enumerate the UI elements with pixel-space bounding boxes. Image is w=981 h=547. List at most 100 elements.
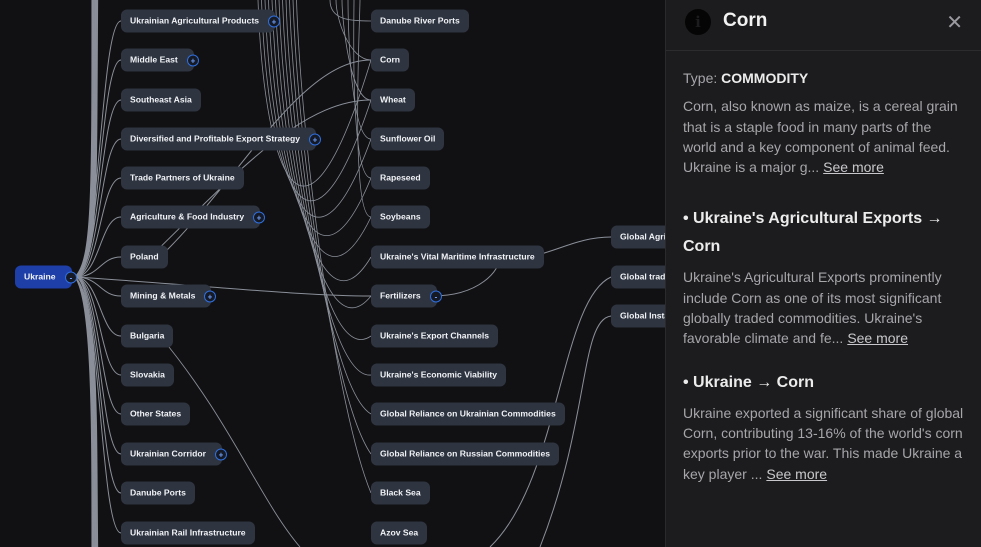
panel-title: Corn (723, 10, 768, 31)
edge (74, 99, 122, 278)
node-middle-east[interactable]: Middle East + (121, 48, 199, 72)
edge (74, 177, 122, 278)
node-southeast-asia[interactable]: Southeast Asia (121, 88, 201, 112)
see-more-link[interactable]: See more (823, 159, 884, 176)
node-poland[interactable]: Poland (121, 245, 168, 269)
node-label: Black Sea (380, 487, 421, 498)
edge (296, 0, 372, 494)
node-label: Diversified and Profitable Export Strate… (130, 133, 301, 144)
node-wheat[interactable]: Wheat (371, 88, 415, 112)
node-global-reliance-on-russian-commodities[interactable]: Global Reliance on Russian Commodities (371, 442, 559, 466)
see-more-link[interactable]: See more (847, 330, 909, 347)
collapse-icon[interactable]: - (430, 290, 442, 302)
relation-item: • Ukraine's Agricultural Exports → Corn … (683, 205, 965, 348)
edge (74, 256, 122, 278)
node-trade-partners-of-ukraine[interactable]: Trade Partners of Ukraine (121, 166, 244, 190)
node-azov-sea[interactable]: Azov Sea (371, 521, 428, 545)
node-ukraine-s-economic-viability[interactable]: Ukraine's Economic Viability (371, 363, 506, 387)
node-label: Other States (130, 408, 182, 419)
node-label: Ukrainian Agricultural Products (130, 15, 260, 26)
node-label: Wheat (380, 94, 406, 105)
edge (74, 276, 122, 376)
entity-description: Corn, also known as maize, is a cereal g… (683, 96, 965, 177)
edge (489, 276, 612, 547)
expand-icon[interactable]: + (268, 15, 280, 27)
node-corn[interactable]: Corn (371, 48, 410, 72)
node-ukrainian-rail-infrastructure[interactable]: Ukrainian Rail Infrastructure (121, 521, 255, 545)
edge (292, 0, 372, 455)
edge (353, 0, 372, 179)
node-black-sea[interactable]: Black Sea (371, 481, 430, 505)
node-ukraine-s-vital-maritime-infrastructure[interactable]: Ukraine's Vital Maritime Infrastructure (371, 245, 544, 269)
node-fertilizers[interactable]: Fertilizers- (371, 284, 442, 308)
node-soybeans[interactable]: Soybeans (371, 205, 430, 229)
edge (74, 276, 122, 455)
expand-icon[interactable]: + (253, 211, 265, 223)
expand-icon[interactable]: + (215, 448, 227, 460)
node-label: Middle East (130, 54, 178, 65)
node-label: Global Agric (620, 231, 665, 242)
expand-icon[interactable]: + (187, 54, 199, 66)
expand-icon[interactable]: + (309, 133, 321, 145)
node-label: Agriculture & Food Industry (130, 211, 245, 222)
node-ukraine-s-export-channels[interactable]: Ukraine's Export Channels (371, 324, 499, 348)
edge (74, 216, 122, 278)
edge (289, 0, 372, 415)
node-label: Ukraine's Economic Viability (380, 369, 497, 380)
node-label: Global trade (620, 271, 665, 282)
expand-icon[interactable]: + (204, 290, 216, 302)
node-label: Bulgaria (130, 330, 165, 341)
node-ukraine[interactable]: Ukraine- (15, 265, 77, 289)
close-icon[interactable]: ✕ (946, 12, 963, 34)
node-bulgaria[interactable]: Bulgaria (121, 324, 174, 348)
node-label: Fertilizers (380, 290, 421, 301)
node-label: Global Reliance on Ukrainian Commodities (380, 408, 556, 419)
type-label: Type: (683, 70, 718, 86)
details-panel: i Corn ✕ Type: COMMODITY Corn, also know… (665, 0, 981, 547)
node-other-states[interactable]: Other States (121, 402, 191, 426)
edge (74, 276, 122, 534)
node-mining-metals[interactable]: Mining & Metals+ (121, 284, 216, 308)
node-label: Ukraine's Export Channels (380, 330, 490, 341)
edge (159, 335, 301, 547)
node-label: Danube Ports (130, 487, 186, 498)
node-global-agric[interactable]: Global Agric (611, 225, 665, 249)
node-ukrainian-agricultural-products[interactable]: Ukrainian Agricultural Products + (121, 9, 280, 33)
edge (278, 0, 372, 309)
node-danube-river-ports[interactable]: Danube River Ports (371, 9, 469, 33)
node-global-trade[interactable]: Global trade (611, 265, 665, 289)
edge (341, 0, 372, 101)
edge (271, 0, 372, 257)
node-label: Ukrainian Corridor (130, 448, 206, 459)
node-label: Trade Partners of Ukraine (130, 172, 235, 183)
node-ukrainian-corridor[interactable]: Ukrainian Corridor + (121, 442, 227, 466)
description-text: Corn, also known as maize, is a cereal g… (683, 98, 958, 176)
node-label: Global Insta (620, 310, 665, 321)
graph-canvas[interactable]: Ukrainian Agricultural Products+Middle E… (0, 0, 665, 547)
type-value: COMMODITY (721, 70, 809, 86)
panel-header: i Corn ✕ (666, 0, 981, 51)
node-global-reliance-on-ukrainian-commodities[interactable]: Global Reliance on Ukrainian Commodities (371, 402, 565, 426)
node-danube-ports[interactable]: Danube Ports (121, 481, 195, 505)
node-diversified-and-profitable-export-strategy[interactable]: Diversified and Profitable Export Strate… (121, 127, 321, 151)
edge (357, 0, 372, 218)
node-agriculture-food-industry[interactable]: Agriculture & Food Industry + (121, 205, 265, 229)
relation-item: • Ukraine → Corn Ukraine exported a sign… (683, 369, 965, 484)
relation-text: Ukraine exported a significant share of … (683, 404, 964, 482)
node-label: Corn (380, 54, 401, 65)
node-rapeseed[interactable]: Rapeseed (371, 166, 430, 190)
node-sunflower-oil[interactable]: Sunflower Oil (371, 127, 445, 151)
node-label: Global Reliance on Russian Commodities (380, 448, 550, 459)
graph-edges (74, 0, 612, 547)
node-slovakia[interactable]: Slovakia (121, 363, 174, 387)
see-more-link[interactable]: See more (766, 465, 828, 482)
relation-text: Ukraine's Agricultural Exports prominent… (683, 269, 942, 347)
collapse-icon[interactable]: - (65, 271, 77, 283)
edge (275, 0, 372, 282)
node-global-insta[interactable]: Global Insta (611, 304, 665, 328)
info-icon: i (685, 9, 711, 35)
edge (282, 0, 372, 340)
entity-type: Type: COMMODITY (683, 68, 965, 88)
node-label: Slovakia (130, 369, 165, 380)
edge (74, 138, 122, 278)
